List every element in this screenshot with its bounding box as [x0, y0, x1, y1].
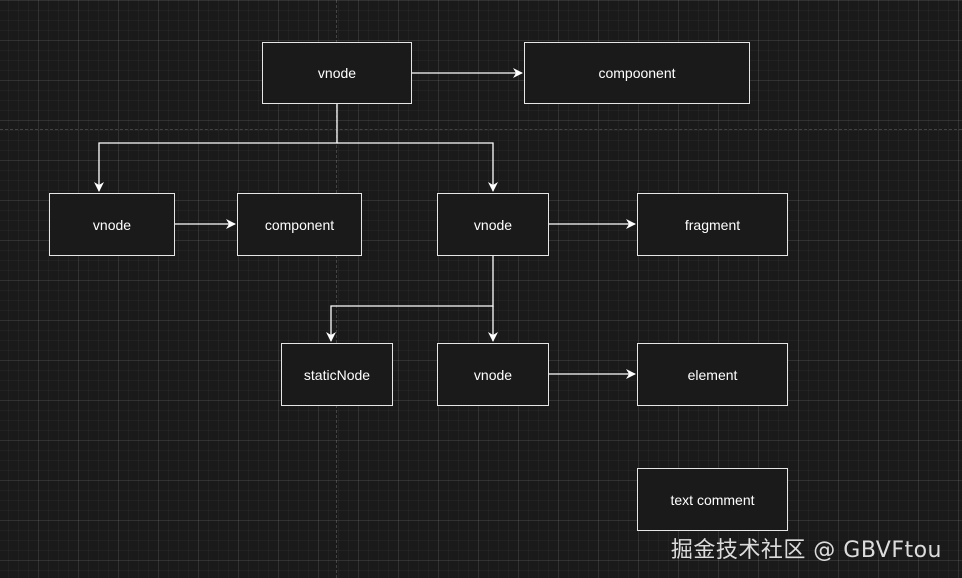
edge-root-to-left-vnode [94, 104, 338, 192]
edge-root-to-mid-vnode [337, 142, 498, 192]
node-static-node[interactable]: staticNode [281, 343, 393, 406]
node-root-component[interactable]: compoonent [524, 42, 750, 104]
node-text-comment[interactable]: text comment [637, 468, 788, 531]
horizontal-guide-line [0, 129, 962, 130]
node-left-component[interactable]: component [237, 193, 362, 256]
edge-mid-vnode-to-static-node [326, 256, 494, 342]
node-element[interactable]: element [637, 343, 788, 406]
node-mid-vnode[interactable]: vnode [437, 193, 549, 256]
node-left-vnode[interactable]: vnode [49, 193, 175, 256]
watermark-text: 掘金技术社区 @ GBVFtou [670, 538, 942, 563]
node-low-vnode[interactable]: vnode [437, 343, 549, 406]
node-root-vnode[interactable]: vnode [262, 42, 412, 104]
node-fragment[interactable]: fragment [637, 193, 788, 256]
vertical-guide-line [336, 0, 337, 578]
